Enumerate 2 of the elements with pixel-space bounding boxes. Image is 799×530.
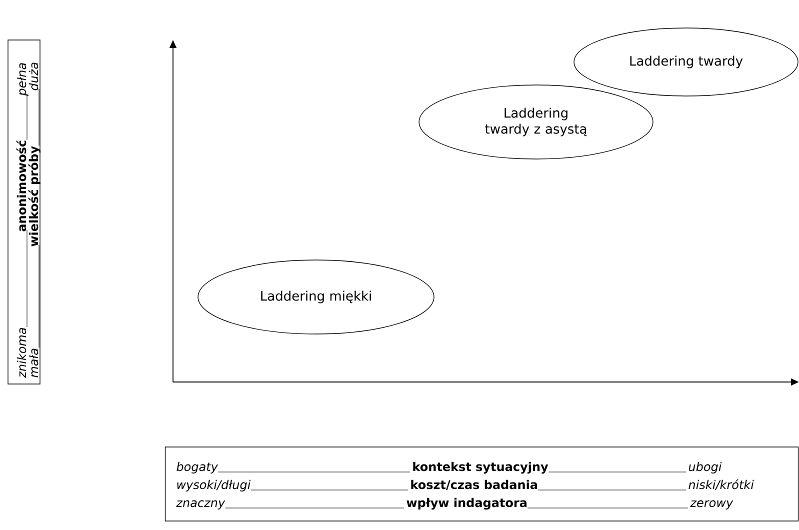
scale-box: znikoma anonimowość pełna mała wielkość próby duża [8, 40, 41, 384]
scale-box: bogaty kontekst sytuacyjny ubogi wysoki/długi koszt/czas badania niski/krótki znaczny wpływ indagatora zerowy [164, 446, 799, 522]
